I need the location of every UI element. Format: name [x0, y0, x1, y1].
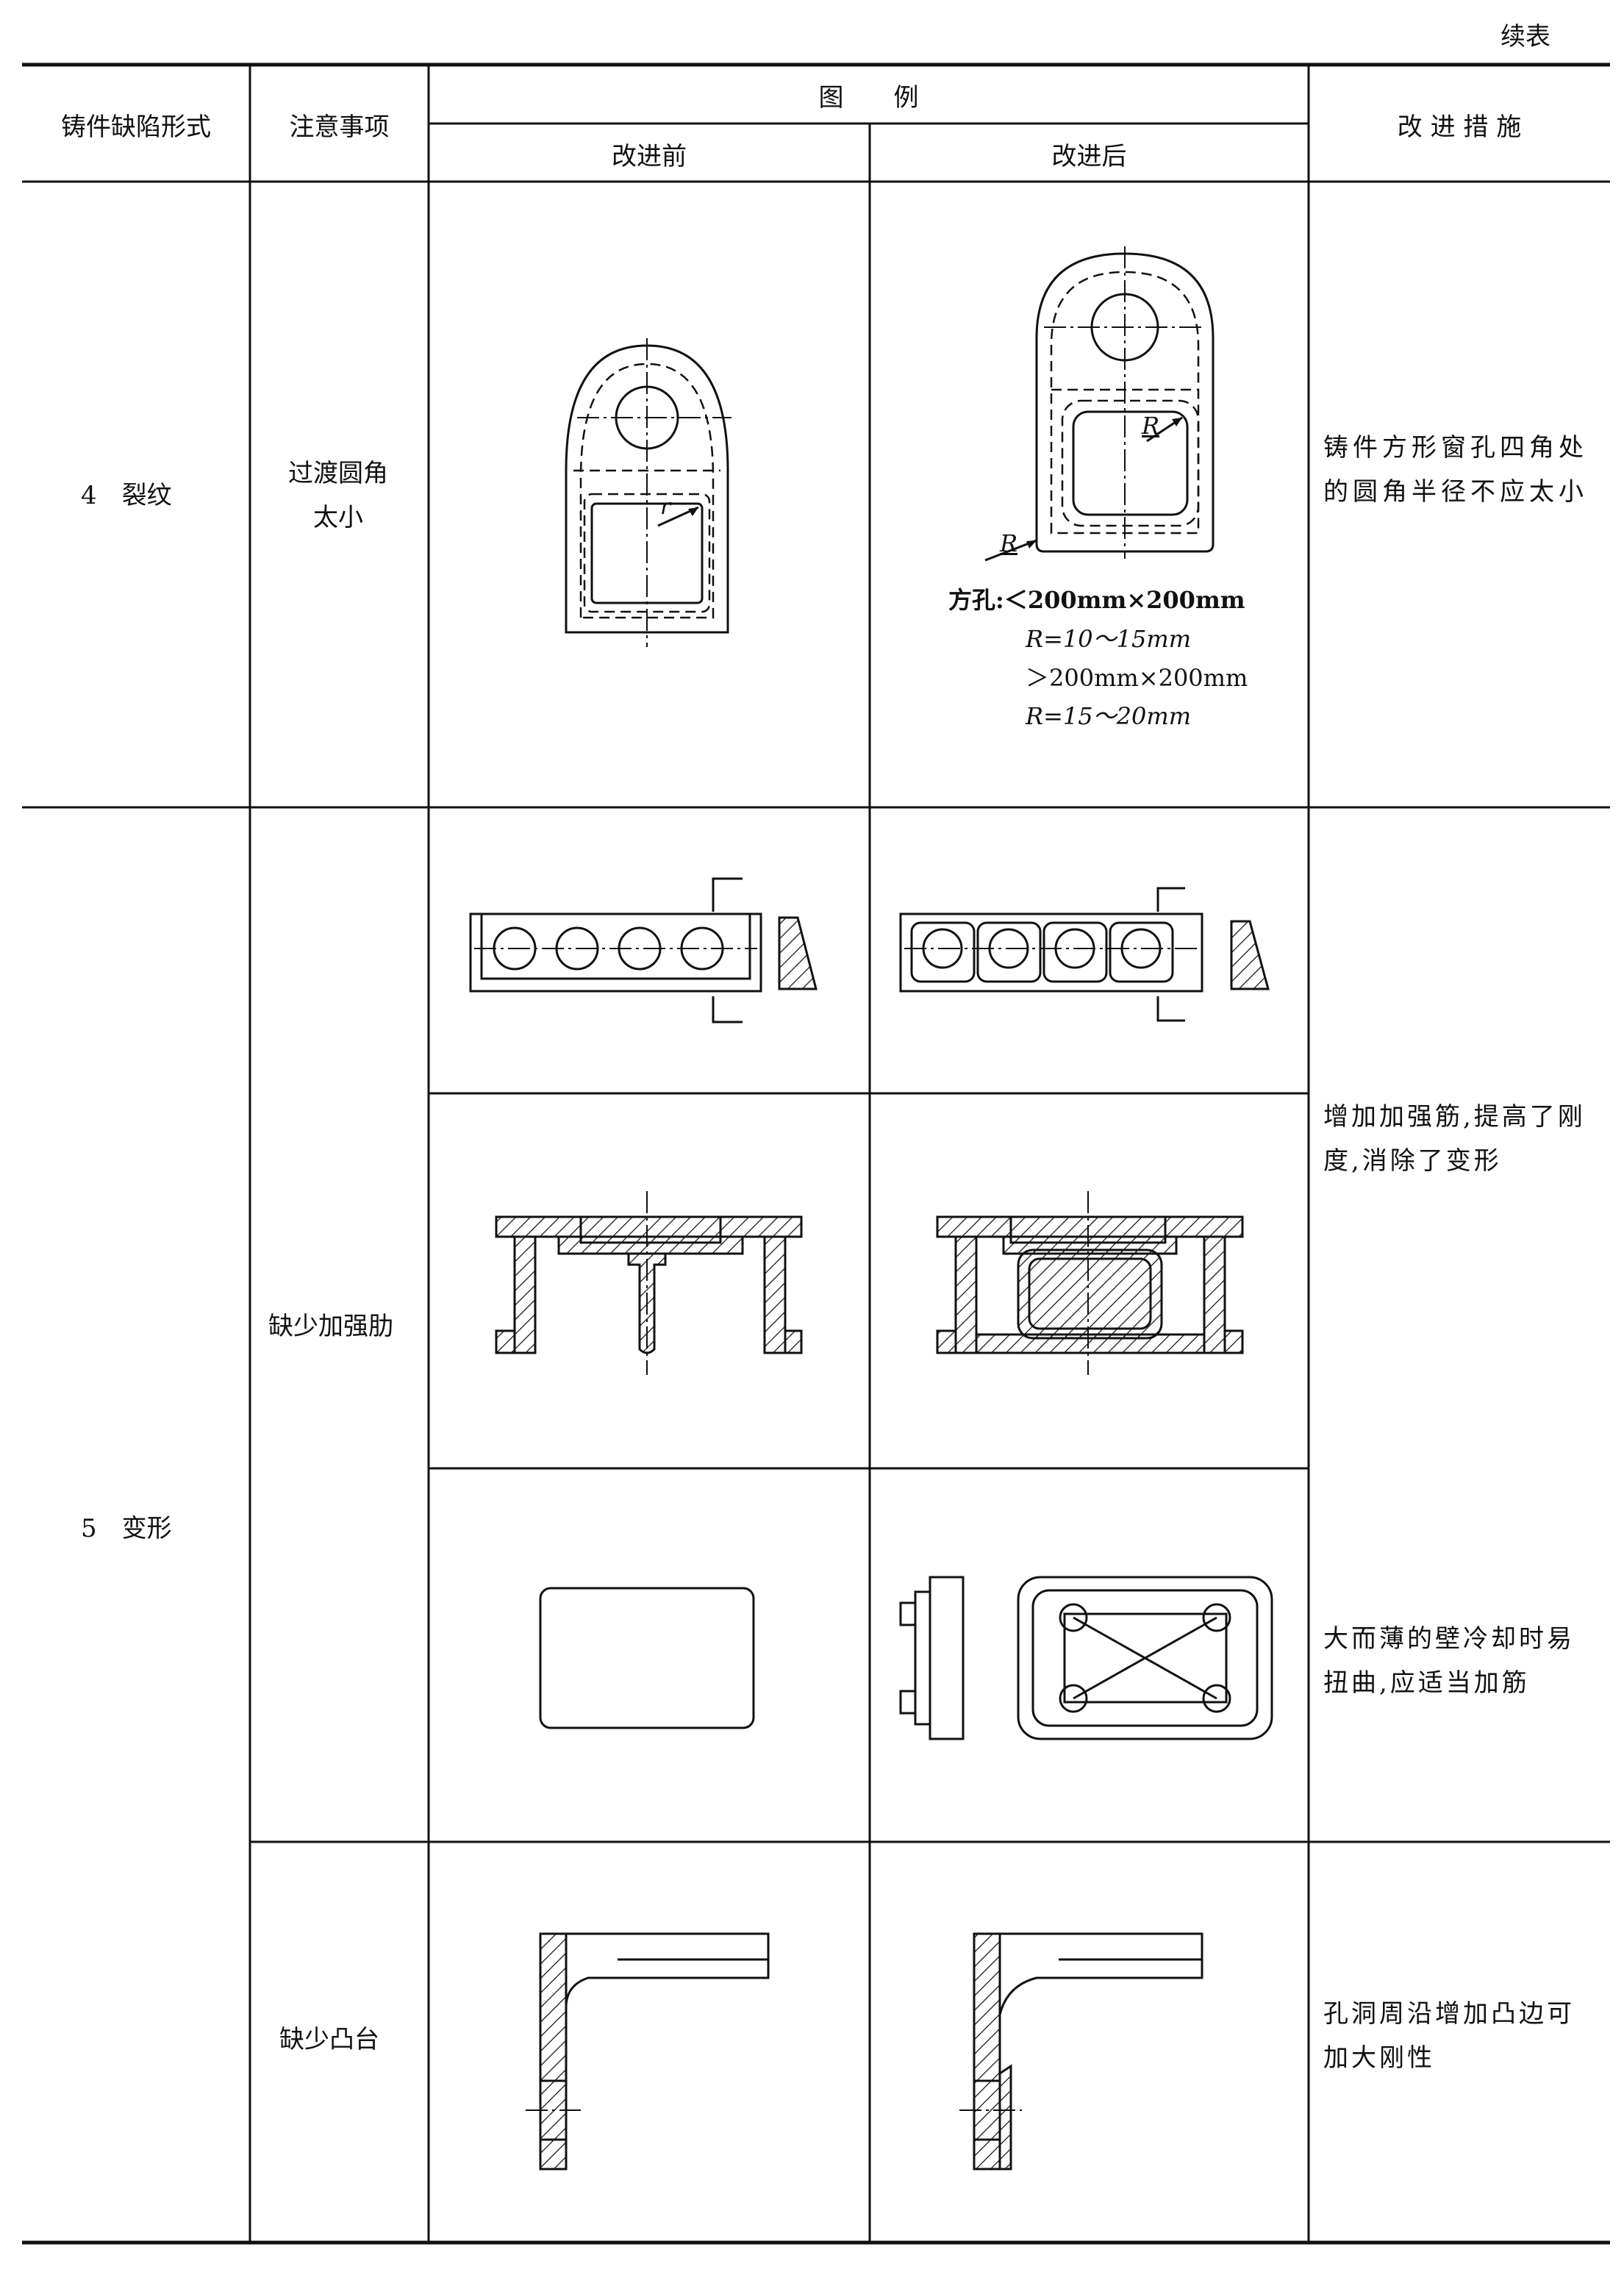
- note-missing-rib: 缺少加强肋: [268, 1312, 393, 1341]
- deform-after-drawing-4: [959, 1932, 1203, 2171]
- hole-spec: 方孔:＜200mm×200mm R=10～15mm ＞200mm×200mm R…: [948, 581, 1248, 736]
- crack-before-drawing: [565, 338, 731, 647]
- note-fillet-too-small: 过渡圆角 太小: [288, 459, 388, 532]
- header-before: 改进前: [612, 142, 687, 171]
- measure-fillet: 铸件方形窗孔四角处的圆角半径不应太小: [1323, 433, 1588, 507]
- hole-spec-line4: R=15～20mm: [1026, 702, 1192, 731]
- header-notes: 注意事项: [289, 112, 390, 142]
- deform-before-drawing-1: [469, 877, 818, 1023]
- hole-spec-line2: R=10～15mm: [1026, 624, 1192, 653]
- fillet-r-label: r: [660, 494, 671, 520]
- measure-add-rib: 增加加强筋,提高了刚度,消除了变形: [1323, 1102, 1586, 1176]
- continued-label: 续表: [1500, 22, 1550, 51]
- header-measures: 改 进 措 施: [1397, 112, 1522, 142]
- measure-thin-wall: 大而薄的壁冷却时易扭曲,应适当加筋: [1323, 1624, 1575, 1698]
- crack-after-drawing: [984, 246, 1215, 562]
- defect-crack: 4 裂纹: [81, 481, 172, 510]
- deform-before-drawing-4: [526, 1932, 770, 2171]
- hole-spec-line1: 方孔:＜200mm×200mm: [948, 586, 1245, 614]
- fillet-R-label-outer: R: [1000, 529, 1018, 557]
- table-grid: [22, 62, 1610, 2245]
- hole-spec-line3: ＞200mm×200mm: [1026, 663, 1248, 692]
- deform-after-drawing-3: [899, 1576, 1273, 1740]
- deform-before-drawing-2: [495, 1191, 803, 1375]
- header-defect-form: 铸件缺陷形式: [61, 112, 211, 142]
- defect-deformation: 5 变形: [81, 1514, 172, 1543]
- deform-after-drawing-2: [936, 1191, 1244, 1375]
- deform-after-drawing-1: [899, 887, 1270, 1022]
- deform-before-drawing-3: [539, 1587, 755, 1729]
- header-after: 改进后: [1051, 142, 1127, 171]
- measure-add-boss: 孔洞周沿增加凸边可加大刚性: [1323, 1999, 1575, 2073]
- header-illustration: 图 例: [818, 83, 919, 112]
- note-missing-boss: 缺少凸台: [279, 2025, 379, 2054]
- fillet-R-label-inner: R: [1142, 412, 1160, 440]
